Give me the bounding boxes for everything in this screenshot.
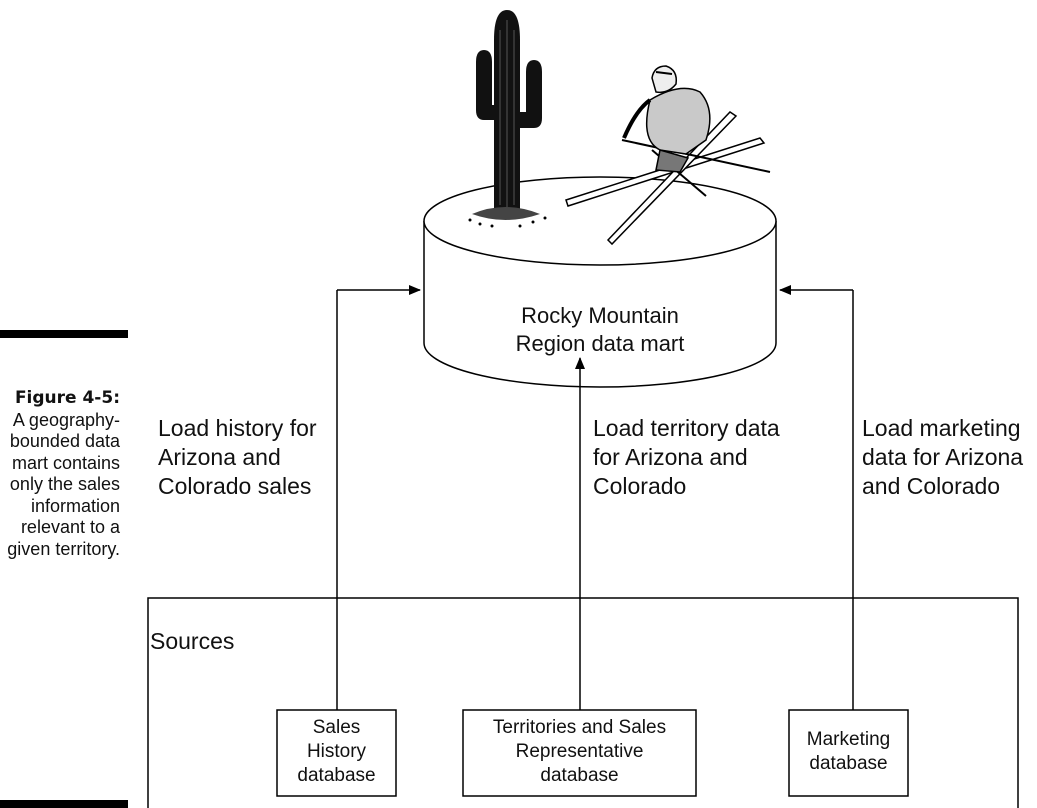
sales-history-box [276, 709, 397, 797]
figure-caption-text: A geography-bounded data mart contains o… [7, 409, 120, 559]
sources-container [147, 597, 1019, 808]
flow-label-territory: Load territory data for Arizona and Colo… [593, 415, 780, 499]
marketing-label: Marketing database [806, 729, 891, 774]
flow-label-history: Load history for Arizona and Colorado sa… [158, 415, 317, 499]
caption-bottom-rule [0, 800, 128, 808]
cactus-icon [468, 10, 547, 228]
flow-label-marketing: Load marketing data for Arizona and Colo… [862, 415, 1024, 499]
territories-label: Territories and Sales Representative dat… [492, 717, 667, 786]
caption-top-rule [0, 330, 128, 338]
connector-right [779, 285, 854, 710]
marketing-box [788, 709, 909, 797]
sales-history-label: Sales History database [297, 717, 376, 786]
territories-box [462, 709, 697, 797]
data-mart-label: Rocky Mountain Region data mart [515, 303, 685, 356]
figure-caption: Figure 4-5: A geography-bounded data mar… [0, 388, 120, 560]
skier-icon [565, 65, 771, 246]
sources-title: Sources [150, 628, 235, 654]
connector-left [336, 285, 421, 710]
figure-label: Figure 4-5: [14, 388, 120, 408]
